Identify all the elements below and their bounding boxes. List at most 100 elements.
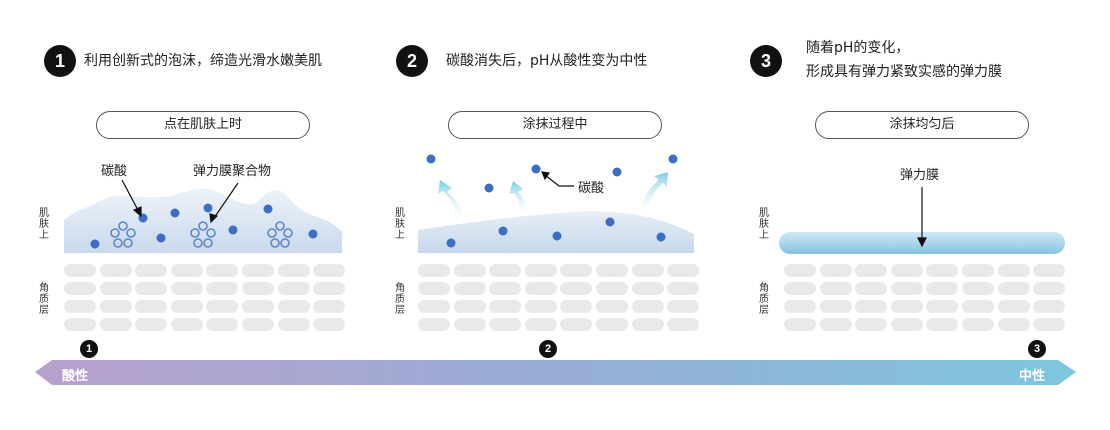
- stratum-cell: [926, 282, 959, 295]
- stratum-grid-3: [784, 264, 1066, 331]
- stratum-cell: [489, 318, 522, 331]
- stratum-cell: [890, 300, 923, 313]
- step-1-number: 1: [44, 45, 76, 77]
- stratum-cell: [961, 264, 994, 277]
- state-pill-2: 涂抹过程中: [448, 111, 662, 139]
- stratum-cell: [784, 282, 816, 295]
- elastic-polymer-label: 弹力膜聚合物: [193, 164, 272, 179]
- stratum-cell: [595, 264, 628, 277]
- stratum-cell: [855, 300, 888, 313]
- stratum-label-1: 角质层: [39, 283, 49, 316]
- stratum-cell: [64, 282, 96, 295]
- stratum-cell: [819, 300, 852, 313]
- step-3-title-line2: 形成具有弹力紧致实感的弹力膜: [806, 64, 1002, 80]
- stratum-cell: [206, 282, 239, 295]
- stratum-cell: [277, 264, 310, 277]
- stratum-cell: [961, 300, 994, 313]
- annotation-arrow-3: [917, 187, 927, 248]
- stratum-cell: [997, 282, 1030, 295]
- stratum-cell: [667, 282, 700, 295]
- stratum-cell: [64, 300, 96, 313]
- stratum-cell: [855, 264, 888, 277]
- elastic-film-label: 弹力膜: [900, 168, 940, 183]
- stratum-label-3: 角质层: [759, 283, 769, 316]
- carbonic-acid-label-2: 碳酸: [578, 181, 605, 196]
- stratum-cell: [313, 264, 346, 277]
- polymer-cluster-icon: [110, 221, 293, 248]
- stratum-cell: [418, 318, 450, 331]
- stratum-cell: [890, 282, 923, 295]
- stratum-cell: [489, 282, 522, 295]
- stratum-cell: [524, 264, 557, 277]
- stratum-cell: [631, 318, 664, 331]
- stratum-cell: [99, 300, 132, 313]
- step-2-title: 碳酸消失后，pH从酸性变为中性: [446, 53, 648, 69]
- stratum-cell: [453, 264, 486, 277]
- stratum-cell: [135, 300, 168, 313]
- stratum-cell: [453, 282, 486, 295]
- state-pill-3: 涂抹均匀后: [815, 111, 1029, 139]
- stratum-cell: [595, 300, 628, 313]
- stratum-cell: [418, 282, 450, 295]
- state-pill-1: 点在肌肤上时: [96, 111, 310, 139]
- stratum-cell: [560, 282, 593, 295]
- stratum-cell: [313, 300, 346, 313]
- stratum-cell: [418, 300, 450, 313]
- stratum-cell: [784, 264, 816, 277]
- stratum-cell: [631, 300, 664, 313]
- stratum-cell: [206, 300, 239, 313]
- stratum-cell: [135, 282, 168, 295]
- stratum-cell: [961, 282, 994, 295]
- stratum-cell: [997, 318, 1030, 331]
- stratum-cell: [241, 318, 274, 331]
- carbonic-acid-label-1: 碳酸: [101, 164, 128, 179]
- stratum-cell: [595, 318, 628, 331]
- stratum-cell: [241, 282, 274, 295]
- rising-arrows-icon: [438, 172, 668, 222]
- step-2-number: 2: [396, 45, 428, 77]
- stratum-cell: [135, 264, 168, 277]
- stratum-cell: [1033, 264, 1066, 277]
- stratum-cell: [926, 318, 959, 331]
- stratum-cell: [524, 282, 557, 295]
- stratum-cell: [890, 264, 923, 277]
- step-3-title-line1: 随着pH的变化，: [806, 40, 910, 56]
- stratum-cell: [560, 300, 593, 313]
- stratum-cell: [206, 318, 239, 331]
- annotation-arrows-1: [121, 179, 239, 224]
- acidic-label: 酸性: [62, 369, 89, 384]
- skin-label-3: 肌肤上: [759, 208, 769, 241]
- stratum-cell: [313, 318, 346, 331]
- stratum-cell: [997, 264, 1030, 277]
- stratum-cell: [489, 300, 522, 313]
- stratum-cell: [926, 264, 959, 277]
- step-3-number: 3: [750, 45, 782, 77]
- stratum-cell: [961, 318, 994, 331]
- stratum-cell: [489, 264, 522, 277]
- stratum-cell: [890, 318, 923, 331]
- stratum-cell: [524, 318, 557, 331]
- stratum-cell: [855, 318, 888, 331]
- stratum-cell: [418, 264, 450, 277]
- bubbles-1: [90, 203, 318, 249]
- stratum-cell: [819, 264, 852, 277]
- stratum-cell: [524, 300, 557, 313]
- stratum-cell: [819, 318, 852, 331]
- stratum-cell: [1033, 282, 1066, 295]
- stratum-cell: [560, 264, 593, 277]
- stratum-cell: [631, 282, 664, 295]
- stratum-cell: [277, 300, 310, 313]
- stratum-grid-1: [64, 264, 346, 331]
- stratum-cell: [241, 300, 274, 313]
- skin-label-1: 肌肤上: [39, 208, 49, 241]
- neutral-label: 中性: [1019, 369, 1046, 384]
- stratum-cell: [135, 318, 168, 331]
- stratum-cell: [819, 282, 852, 295]
- stratum-cell: [926, 300, 959, 313]
- foam-layer-1: [64, 188, 342, 253]
- stratum-cell: [99, 318, 132, 331]
- timeline-marker-3: 3: [1028, 340, 1046, 358]
- stratum-cell: [64, 264, 96, 277]
- stratum-cell: [453, 300, 486, 313]
